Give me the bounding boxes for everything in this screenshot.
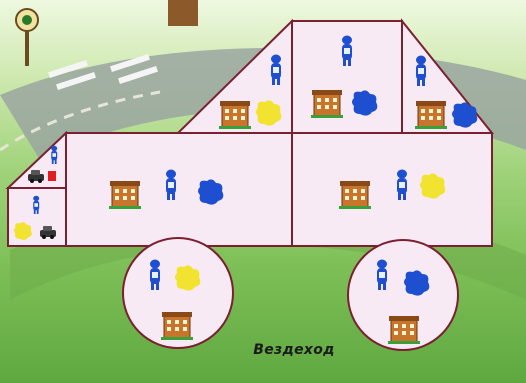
building-icon xyxy=(339,181,371,209)
red-blob-icon xyxy=(48,171,56,181)
building-icon xyxy=(109,181,141,209)
building-icon xyxy=(219,101,251,129)
building-icon xyxy=(161,312,193,340)
caption-title: Вездеход xyxy=(234,342,354,358)
building-icon xyxy=(311,90,343,118)
building-icon xyxy=(415,101,447,129)
roof-right-cell xyxy=(402,21,492,133)
body-left-cell xyxy=(66,133,292,246)
building-icon xyxy=(388,316,420,344)
body-right-cell xyxy=(292,133,492,246)
